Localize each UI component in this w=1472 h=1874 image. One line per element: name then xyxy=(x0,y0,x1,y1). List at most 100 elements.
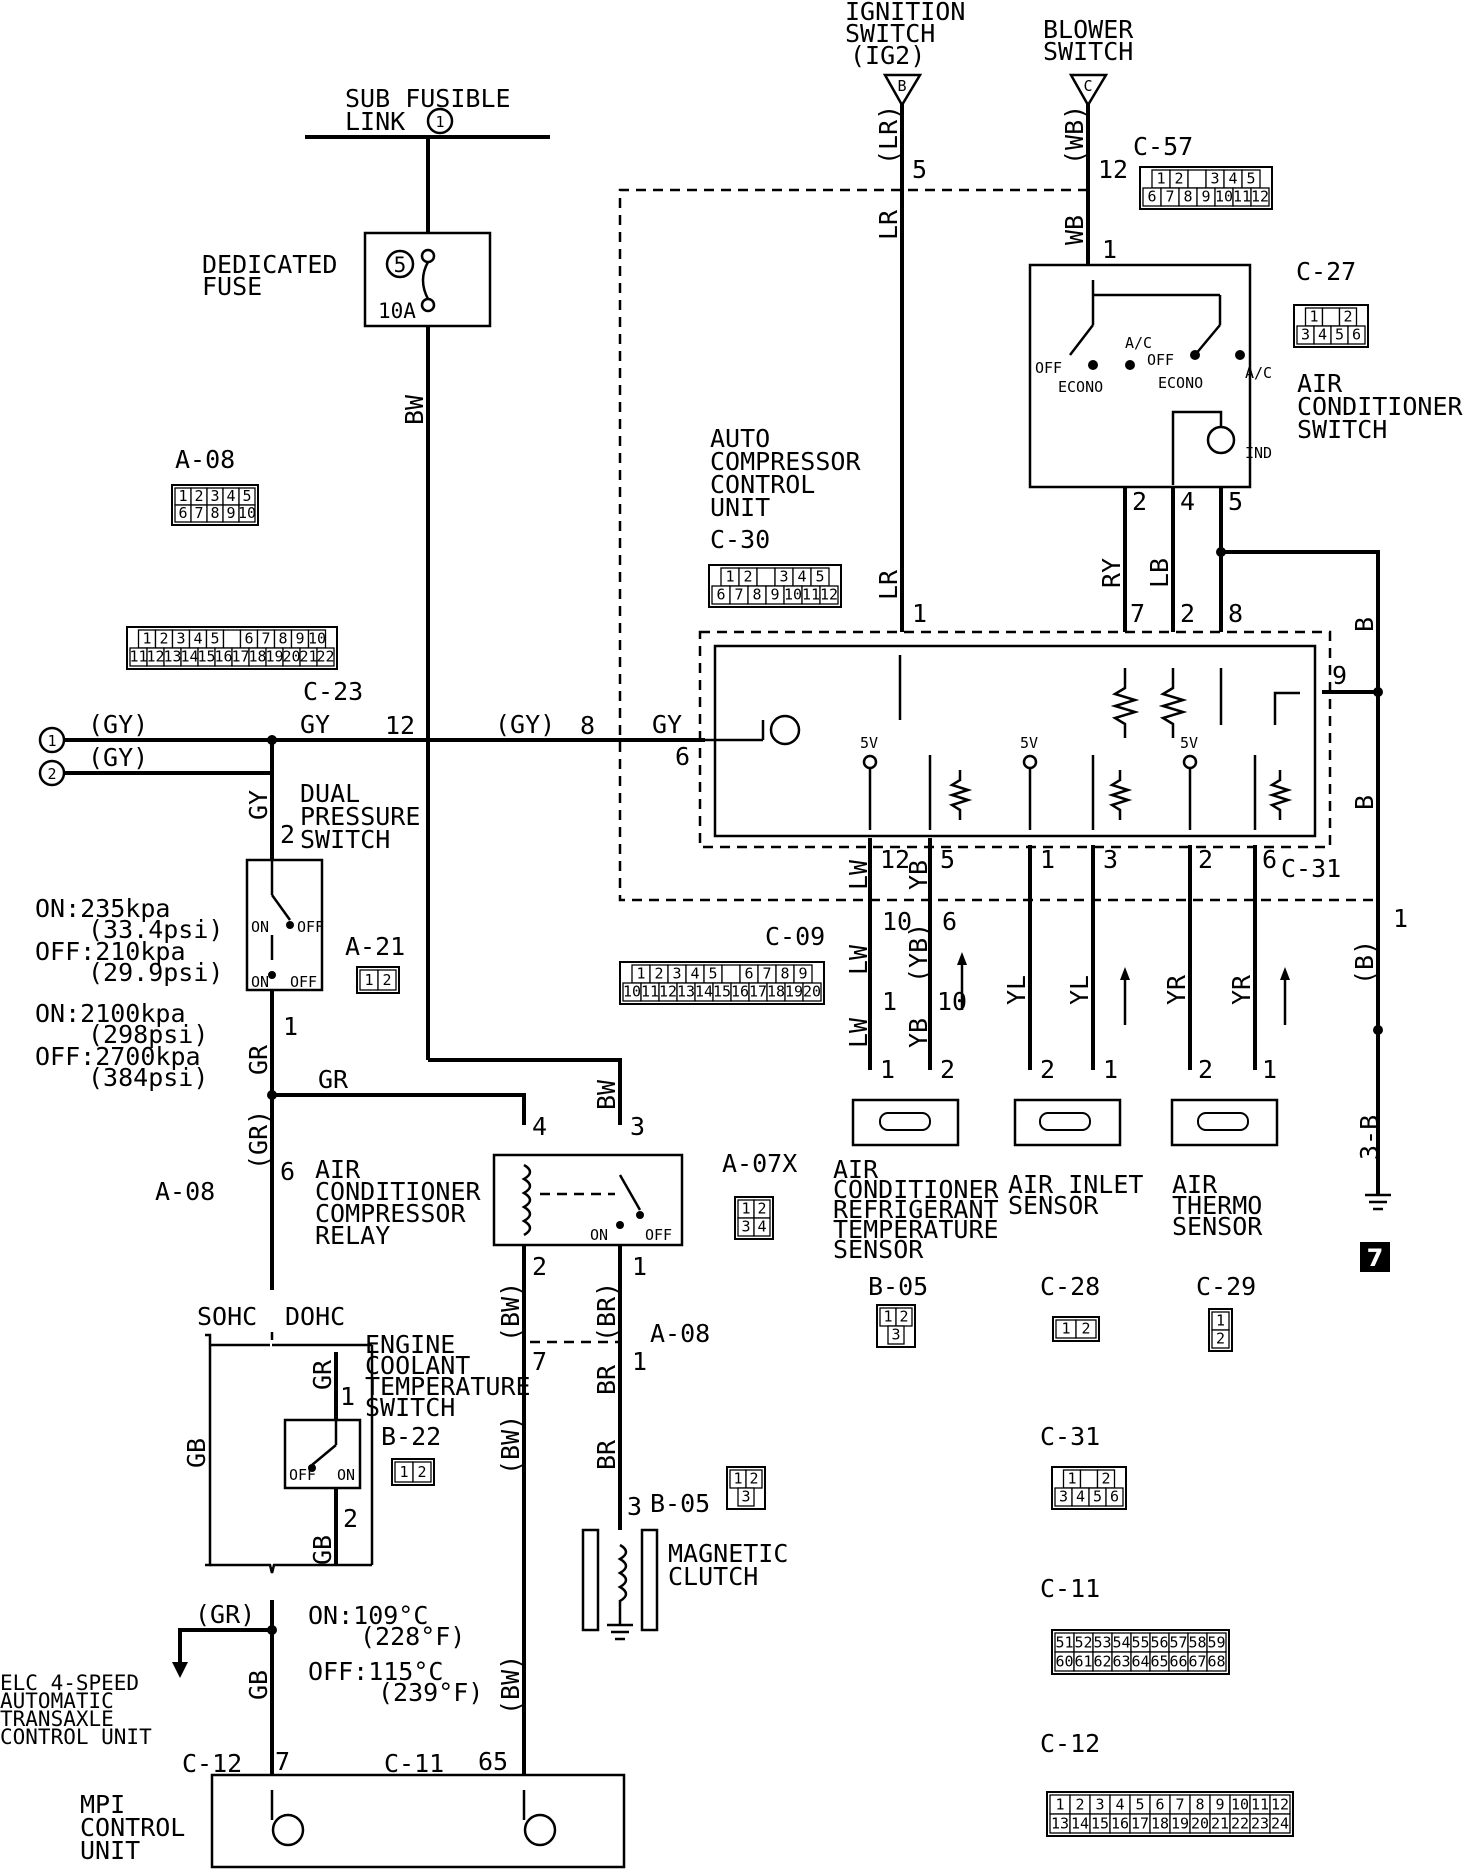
connector-c12-pin: 12 xyxy=(1271,1795,1289,1813)
blower-switch-label: BLOWER SWITCH xyxy=(1043,15,1148,66)
connector-c11-pin: 54 xyxy=(1112,1633,1130,1651)
wire-label-yr-1: YR xyxy=(1162,974,1191,1005)
connector-c12-pin: 7 xyxy=(1175,1795,1184,1813)
connector-c31-pin: 6 xyxy=(1110,1488,1119,1506)
connector-c30-pin: 8 xyxy=(752,586,761,604)
connector-a21-pin: 2 xyxy=(382,971,391,989)
mpi-label: MPI CONTROL UNIT xyxy=(80,1790,200,1865)
connector-c23-pin: 11 xyxy=(129,648,147,666)
connector-a08-1-pin: 5 xyxy=(242,487,251,505)
inlet-sensor-element xyxy=(1039,1112,1091,1131)
ac-switch-contact4 xyxy=(1235,350,1245,360)
mpi-transistor-1 xyxy=(271,1813,305,1847)
connector-c23-cell xyxy=(316,647,335,667)
ac-switch-contact3 xyxy=(1190,350,1200,360)
connector-a08-label-2: A-08 xyxy=(155,1177,215,1206)
dedicated-fuse-label: DEDICATED FUSE xyxy=(202,250,353,301)
connector-c12-pin: 8 xyxy=(1195,1795,1204,1813)
connector-c11-pin: 68 xyxy=(1207,1652,1225,1670)
connector-c12-pin: 17 xyxy=(1131,1814,1149,1832)
pin-thermo-1: 1 xyxy=(1262,1055,1277,1084)
connector-a08-1-pin: 1 xyxy=(178,487,187,505)
pin-lb-4: 4 xyxy=(1180,487,1195,516)
ac-switch-econo1: ECONO xyxy=(1058,378,1103,396)
connector-a07x-pin: 2 xyxy=(757,1200,766,1218)
connector-c30-pin: 9 xyxy=(770,586,779,604)
connector-c11-pin: 57 xyxy=(1169,1633,1187,1651)
connector-c11-pin: 64 xyxy=(1131,1652,1149,1670)
fuse-terminal-top xyxy=(420,248,436,264)
connector-a07x-pin: 1 xyxy=(741,1200,750,1218)
relay-blade xyxy=(618,1174,642,1211)
connector-c30-pin: 2 xyxy=(743,568,752,586)
connector-a08-1-pin: 4 xyxy=(226,487,235,505)
connector-c09-pin: 19 xyxy=(785,983,803,1001)
connector-a07x-pin: 3 xyxy=(741,1218,750,1236)
temp-specs: ON:109°C (228°F) OFF:115°C (239°F) xyxy=(308,1601,483,1707)
wire-label-gb-2: GB xyxy=(308,1535,337,1565)
wire-label-lw-3: LW xyxy=(844,1017,873,1048)
pin-dps-1: 1 xyxy=(283,1012,298,1041)
ground-ref-number: 7 xyxy=(1367,1244,1384,1272)
connector-c57-pin: 10 xyxy=(1215,188,1233,206)
connector-c57-pin: 4 xyxy=(1228,170,1237,188)
unit-boundary xyxy=(698,630,1332,849)
connector-b05-label-2: B-05 xyxy=(868,1272,928,1301)
auto-compressor-unit-box xyxy=(713,644,1317,838)
connector-c12-pin: 1 xyxy=(1055,1795,1064,1813)
connector-c23-cell xyxy=(222,629,242,649)
magnetic-clutch-label: MAGNETIC CLUTCH xyxy=(668,1539,803,1591)
five-v-2: 5V xyxy=(1020,734,1038,752)
connector-c30-pin: 7 xyxy=(734,586,743,604)
unit-transistor xyxy=(769,714,801,746)
unit-pin9-line xyxy=(1273,691,1300,725)
sohc-bracket-top xyxy=(210,1332,372,1347)
connector-c57-pin: 3 xyxy=(1210,170,1219,188)
pin-lr-1: 1 xyxy=(912,599,927,628)
connector-c31-pin: 5 xyxy=(1093,1488,1102,1506)
connector-a08-1-pin: 8 xyxy=(210,504,219,522)
pin-relay-1: 1 xyxy=(632,1252,647,1281)
connector-b05-2-pin: 3 xyxy=(891,1326,900,1344)
five-v-3: 5V xyxy=(1180,734,1198,752)
wire-label-wb: WB xyxy=(1060,215,1089,245)
connector-c12-pin: 2 xyxy=(1075,1795,1084,1813)
connector-c29: 12 xyxy=(1208,1308,1233,1352)
connector-a08-label-3: A-08 xyxy=(650,1319,710,1348)
connector-c09-pin: 10 xyxy=(623,983,641,1001)
connector-c27-cell xyxy=(1321,307,1341,327)
pin-lw-12: 12 xyxy=(880,845,910,874)
connector-c23-pin: 5 xyxy=(210,630,219,648)
ignition-terminal: B xyxy=(897,77,906,95)
connector-c12-pin: 10 xyxy=(1231,1795,1249,1813)
connector-c11-pin: 52 xyxy=(1074,1633,1092,1651)
wire-label-gr-paren: (GR) xyxy=(244,1110,273,1170)
connector-c12-pin: 9 xyxy=(1215,1795,1224,1813)
connector-c23-pin: 14 xyxy=(180,648,198,666)
connector-c30-pin: 11 xyxy=(802,586,820,604)
pin-b-9: 9 xyxy=(1332,661,1347,690)
pin-relay-4: 4 xyxy=(532,1112,547,1141)
connector-a08-label-1: A-08 xyxy=(175,445,235,474)
connector-c11-pin: 62 xyxy=(1093,1652,1111,1670)
fuse-rating: 10A xyxy=(378,299,416,323)
ac-switch-off2: OFF xyxy=(1147,351,1174,369)
wire-label-gb-1: GB xyxy=(182,1438,211,1468)
connector-c30-cell xyxy=(756,567,776,587)
connector-c57-pin: 5 xyxy=(1246,170,1255,188)
relay-contact-on xyxy=(616,1221,624,1229)
connector-b05-2-pin: 2 xyxy=(899,1308,908,1326)
wire-label-yl-2: YL xyxy=(1065,975,1094,1005)
connector-c12-pin: 11 xyxy=(1251,1795,1269,1813)
unit-resistor-3 xyxy=(1267,770,1293,820)
pin-dps-2: 2 xyxy=(280,820,295,849)
sohc-bracket-bottom xyxy=(210,1563,372,1574)
connector-c09-pin: 20 xyxy=(803,983,821,1001)
connector-c27-pin: 3 xyxy=(1301,326,1310,344)
connector-c57-pin: 7 xyxy=(1165,188,1174,206)
connector-a08-1-pin: 6 xyxy=(178,504,187,522)
